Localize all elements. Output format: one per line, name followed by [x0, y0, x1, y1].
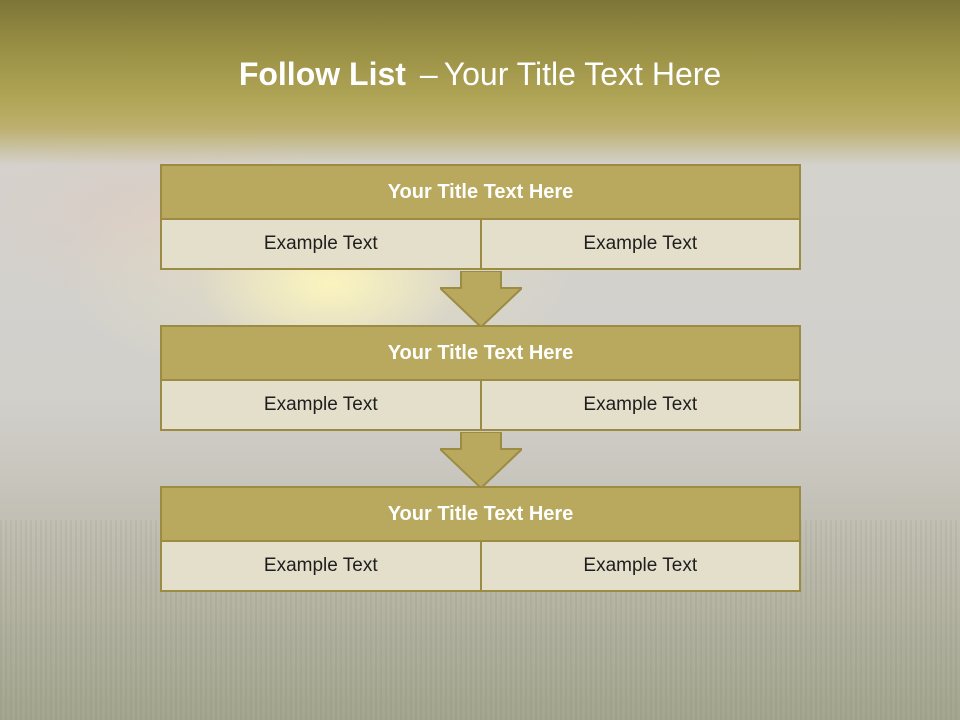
list-block-3: Your Title Text Here Example Text Exampl…: [160, 486, 801, 592]
block-title: Your Title Text Here: [160, 486, 801, 542]
down-arrow-icon: [440, 271, 522, 327]
slide-title-bold: Follow List: [238, 56, 406, 92]
block-cell-right: Example Text: [480, 542, 801, 592]
list-block-1: Your Title Text Here Example Text Exampl…: [160, 164, 801, 270]
block-cell-right: Example Text: [480, 220, 801, 270]
slide-title-dash: –: [419, 56, 438, 92]
title-band: [0, 0, 960, 165]
block-cell-right: Example Text: [480, 381, 801, 431]
block-row: Example Text Example Text: [160, 381, 801, 431]
block-title: Your Title Text Here: [160, 325, 801, 381]
slide-title: Follow List–Your Title Text Here: [0, 56, 960, 93]
slide-title-rest: Your Title Text Here: [443, 56, 722, 92]
block-cell-left: Example Text: [160, 381, 481, 431]
block-row: Example Text Example Text: [160, 220, 801, 270]
block-cell-left: Example Text: [160, 542, 481, 592]
block-row: Example Text Example Text: [160, 542, 801, 592]
down-arrow-icon: [440, 432, 522, 488]
block-title: Your Title Text Here: [160, 164, 801, 220]
list-block-2: Your Title Text Here Example Text Exampl…: [160, 325, 801, 431]
block-cell-left: Example Text: [160, 220, 481, 270]
